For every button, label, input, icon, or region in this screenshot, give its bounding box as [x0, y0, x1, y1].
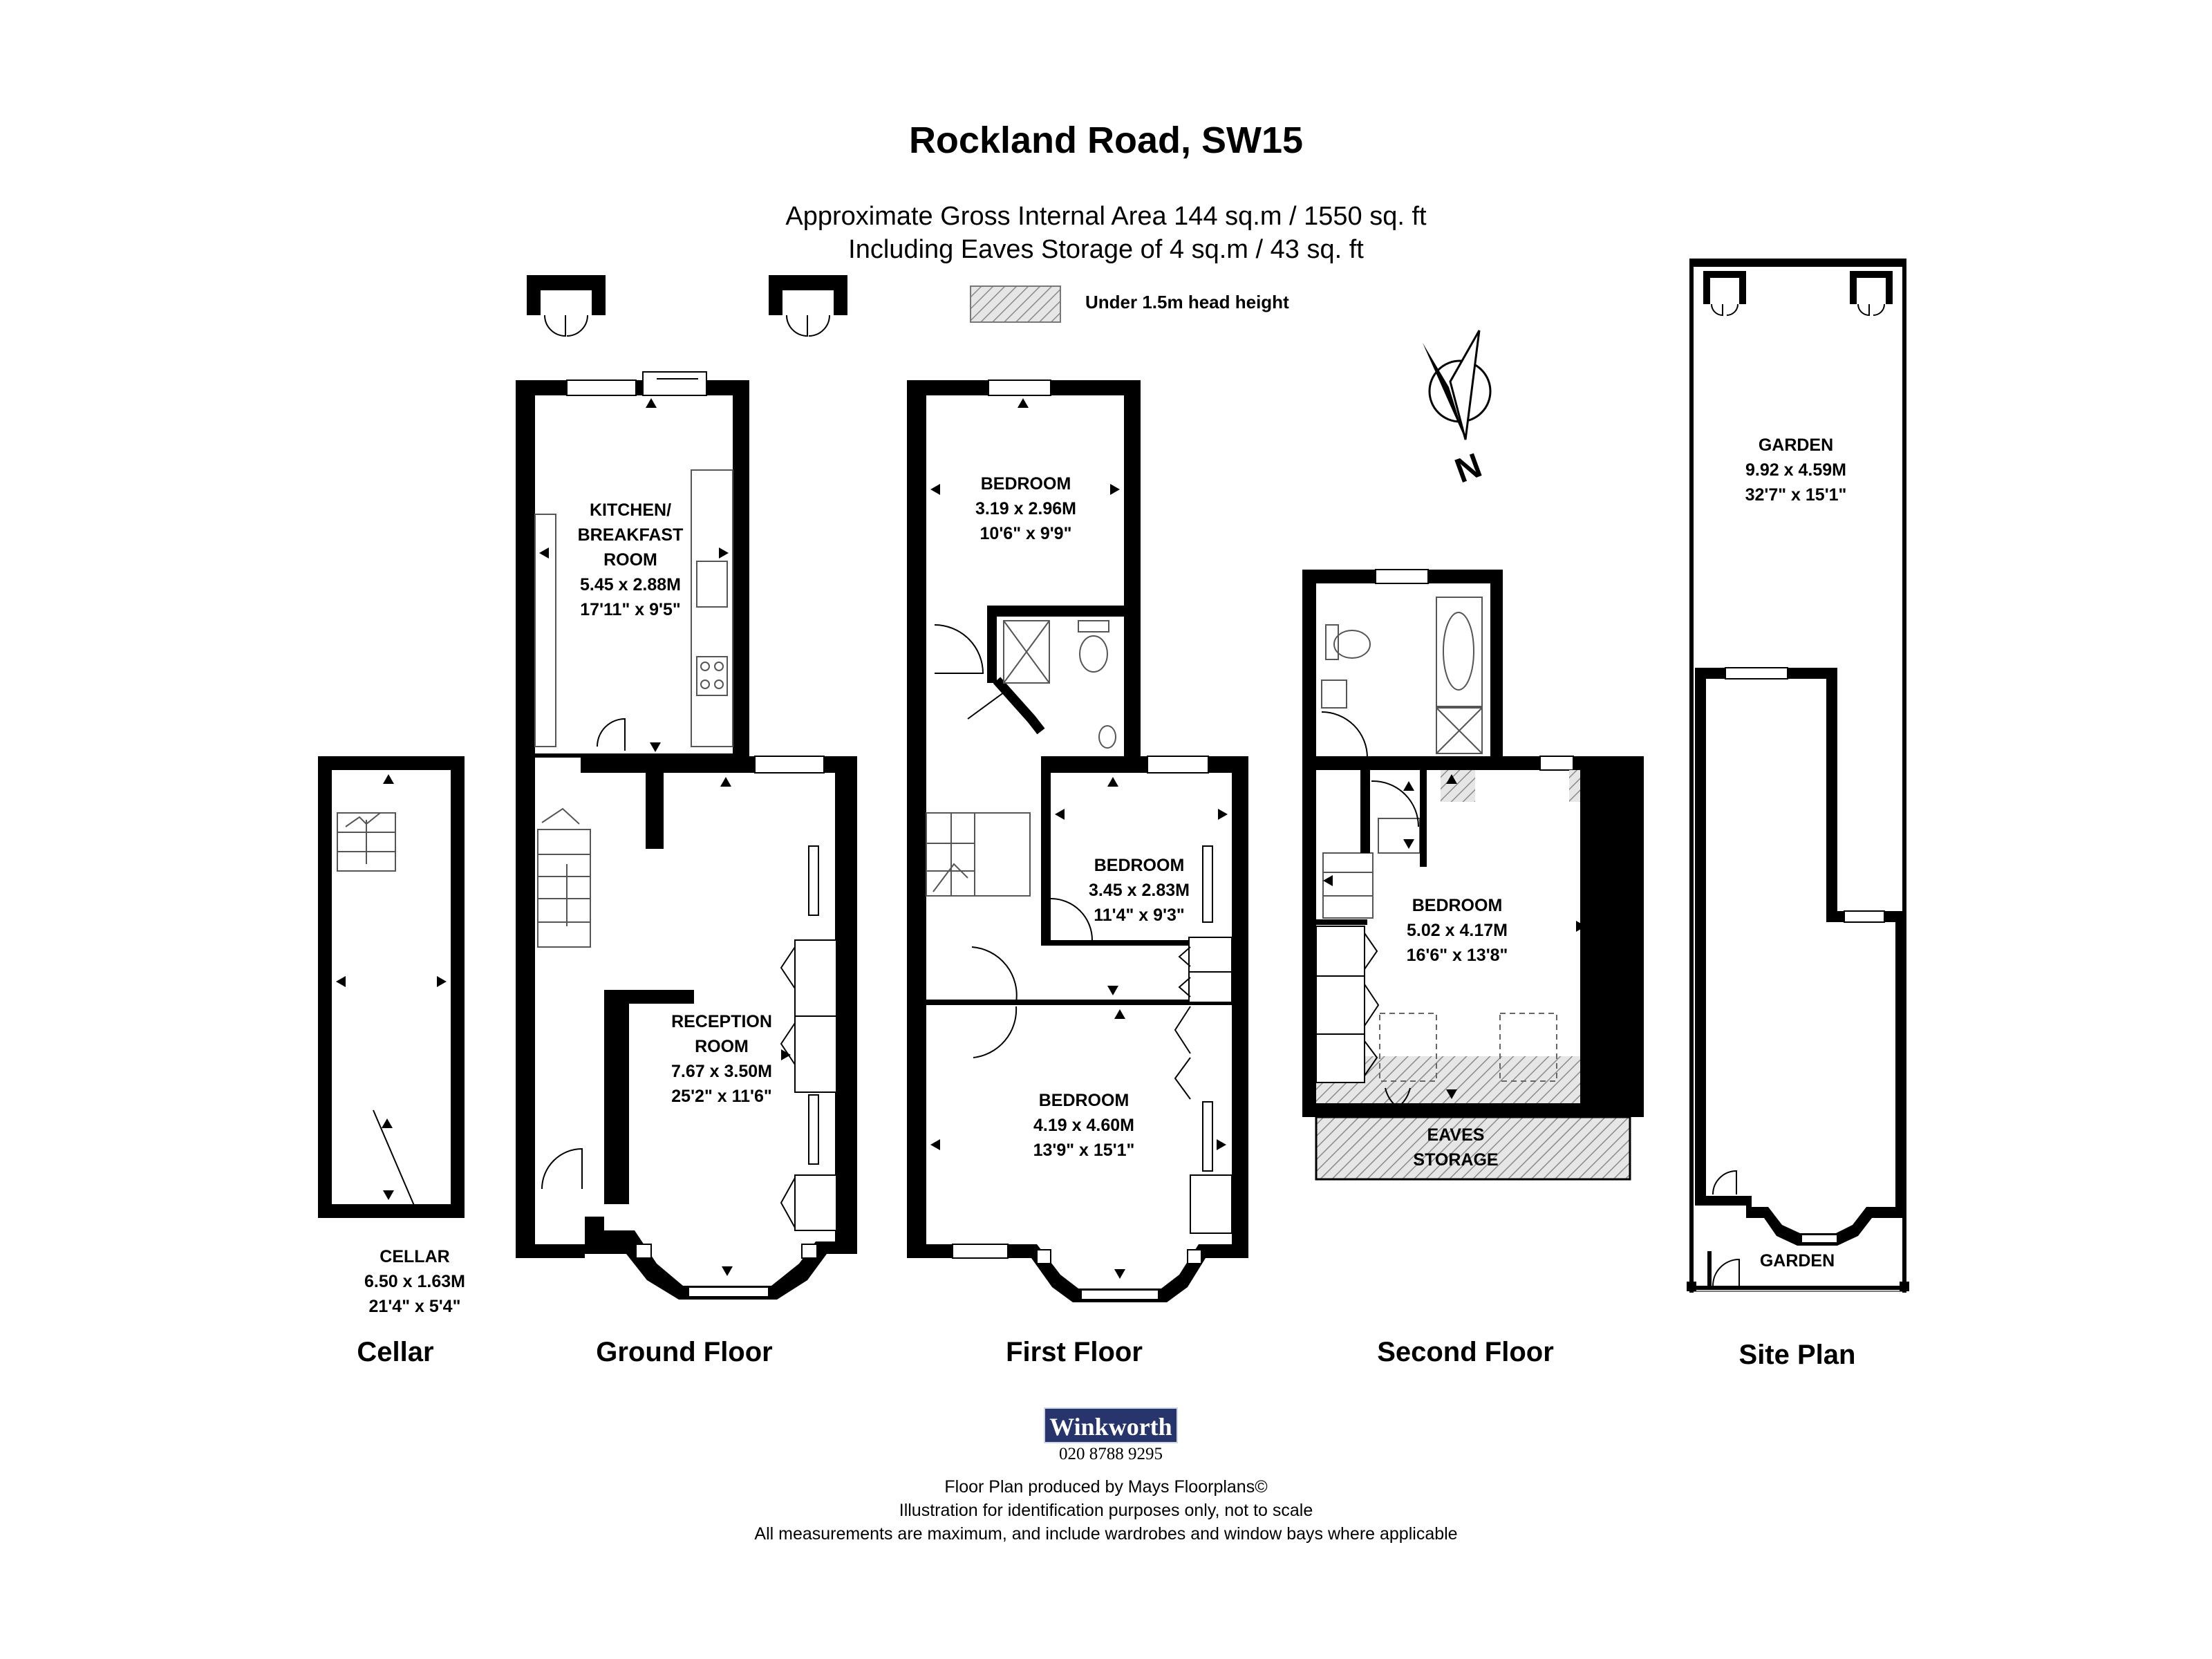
room-reception-imperial: 25'2" x 11'6" — [671, 1087, 772, 1106]
room-bedroom-middle: BEDROOM 3.45 x 2.83M 11'4" x 9'3" — [1070, 853, 1208, 928]
room-reception-metric: 7.67 x 3.50M — [671, 1062, 772, 1081]
room-bedroom-rear-name: BEDROOM — [980, 474, 1071, 494]
room-garden-rear-metric: 9.92 x 4.59M — [1745, 460, 1846, 480]
room-bedroom-front-metric: 4.19 x 4.60M — [1033, 1116, 1134, 1135]
room-bedroom-second: BEDROOM 5.02 x 4.17M 16'6" x 13'8" — [1388, 893, 1526, 968]
room-bedroom-second-name: BEDROOM — [1412, 896, 1503, 915]
room-bedroom-second-imperial: 16'6" x 13'8" — [1406, 946, 1508, 965]
branding-phone: 020 8788 9295 — [1059, 1445, 1163, 1463]
floor-label-site: Site Plan — [1738, 1340, 1856, 1370]
room-bedroom-rear-metric: 3.19 x 2.96M — [975, 499, 1076, 518]
site-plan — [1687, 259, 1909, 1293]
room-garden-rear-name: GARDEN — [1758, 435, 1834, 455]
plan-title: Rockland Road, SW15 — [908, 120, 1304, 161]
room-eaves-storage-name: EAVES STORAGE — [1413, 1125, 1499, 1170]
floor-label-second: Second Floor — [1377, 1337, 1554, 1367]
room-bedroom-middle-imperial: 11'4" x 9'3" — [1094, 906, 1185, 925]
area-line-2: Including Eaves Storage of 4 sq.m / 43 s… — [848, 235, 1364, 264]
room-bedroom-front: BEDROOM 4.19 x 4.60M 13'9" x 15'1" — [1015, 1088, 1153, 1163]
room-reception: RECEPTION ROOM 7.67 x 3.50M 25'2" x 11'6… — [653, 1009, 791, 1109]
cellar-plan — [318, 756, 465, 1218]
area-line-1: Approximate Gross Internal Area 144 sq.m… — [785, 202, 1427, 231]
room-eaves-storage: EAVES STORAGE — [1387, 1123, 1525, 1172]
room-kitchen: KITCHEN/ BREAKFAST ROOM 5.45 x 2.88M 17'… — [561, 498, 700, 622]
floor-label-ground: Ground Floor — [596, 1337, 773, 1367]
room-reception-name: RECEPTION ROOM — [671, 1012, 772, 1056]
floor-label-cellar: Cellar — [357, 1337, 434, 1367]
room-cellar: CELLAR 6.50 x 1.63M 21'4" x 5'4" — [346, 1244, 484, 1319]
room-kitchen-metric: 5.45 x 2.88M — [580, 575, 681, 594]
room-bedroom-middle-metric: 3.45 x 2.83M — [1089, 881, 1190, 900]
room-bedroom-front-imperial: 13'9" x 15'1" — [1033, 1141, 1135, 1160]
footer-line-3: All measurements are maximum, and includ… — [754, 1524, 1458, 1544]
room-cellar-name: CELLAR — [379, 1247, 450, 1266]
room-bedroom-rear: BEDROOM 3.19 x 2.96M 10'6" x 9'9" — [957, 471, 1095, 546]
footer-line-2: Illustration for identification purposes… — [899, 1501, 1313, 1520]
room-cellar-metric: 6.50 x 1.63M — [364, 1272, 465, 1291]
room-bedroom-front-name: BEDROOM — [1038, 1091, 1130, 1110]
second-floor-plan — [1302, 569, 1644, 1181]
legend-hatch-label: Under 1.5m head height — [1085, 292, 1289, 312]
room-garden-rear: GARDEN 9.92 x 4.59M 32'7" x 15'1" — [1727, 433, 1865, 507]
winkworth-logo: Winkworth — [1044, 1407, 1178, 1443]
room-kitchen-name: KITCHEN/ BREAKFAST ROOM — [577, 500, 684, 570]
room-garden-front-name: GARDEN — [1759, 1251, 1835, 1271]
legend-hatch-swatch — [970, 285, 1061, 323]
room-cellar-imperial: 21'4" x 5'4" — [368, 1297, 461, 1316]
footer-line-1: Floor Plan produced by Mays Floorplans© — [944, 1477, 1268, 1497]
north-compass — [1423, 330, 1492, 440]
room-bedroom-second-metric: 5.02 x 4.17M — [1407, 921, 1508, 940]
first-floor-plan — [907, 379, 1248, 1302]
room-garden-rear-imperial: 32'7" x 15'1" — [1745, 485, 1847, 505]
floor-label-first: First Floor — [1006, 1337, 1143, 1367]
room-bedroom-rear-imperial: 10'6" x 9'9" — [980, 524, 1072, 543]
room-kitchen-imperial: 17'11" x 9'5" — [580, 600, 681, 619]
room-bedroom-middle-name: BEDROOM — [1094, 856, 1185, 875]
room-garden-front: GARDEN — [1728, 1248, 1866, 1273]
ground-floor-plan — [516, 275, 857, 1300]
